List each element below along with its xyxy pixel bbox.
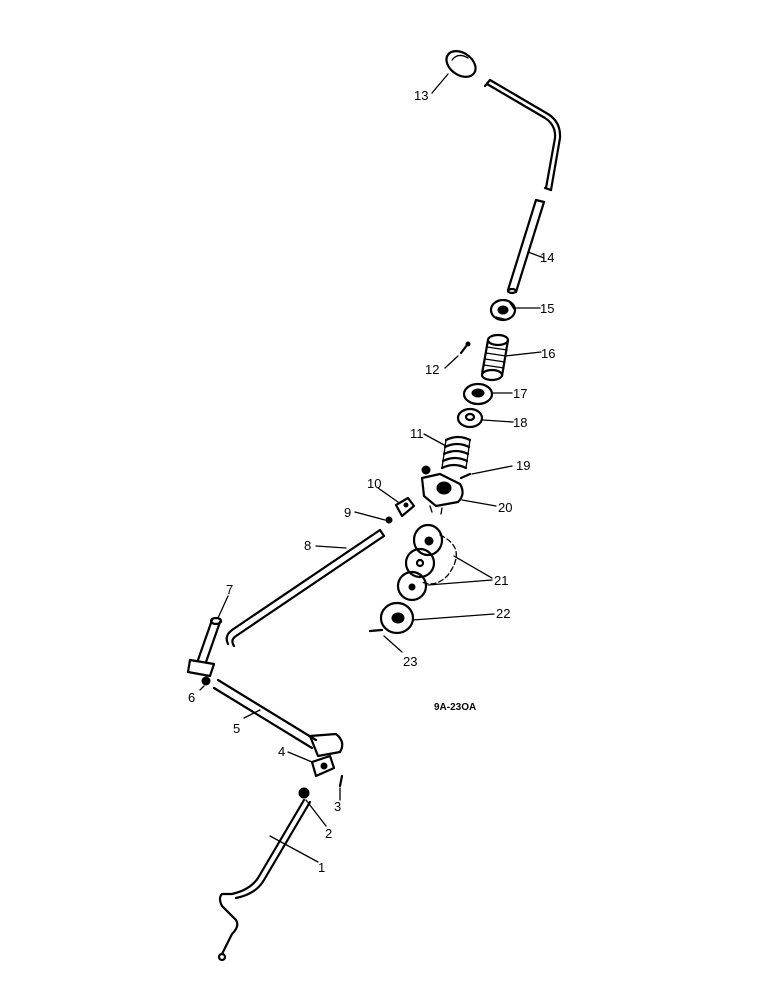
callout-12: 12 (425, 362, 439, 377)
callout-23: 23 (403, 654, 417, 669)
part-13-knob (445, 50, 477, 78)
part-6-washer (201, 676, 211, 686)
callout-3: 3 (334, 799, 341, 814)
part-15-nut (489, 298, 517, 322)
part-1-crank (217, 798, 312, 962)
part-5-shaft (212, 678, 344, 758)
callout-21: 21 (494, 573, 508, 588)
part-23-pin (368, 628, 384, 633)
part-19-pin (459, 472, 472, 480)
callout-2: 2 (325, 826, 332, 841)
callout-11: 11 (410, 426, 424, 441)
part-3-pin (338, 774, 344, 788)
callout-4: 4 (278, 744, 285, 759)
leader-lines (199, 73, 545, 863)
part-17-washer (462, 382, 494, 406)
part-22-disc (379, 601, 415, 635)
part-21-discs (396, 523, 457, 602)
callout-22: 22 (496, 606, 510, 621)
part-7-clevis (186, 616, 223, 678)
part-11-spring (440, 435, 472, 470)
callout-15: 15 (540, 301, 554, 316)
callout-18: 18 (513, 415, 527, 430)
part-16-sleeve (480, 333, 510, 382)
drawing-code: 9A-23OA (434, 702, 476, 713)
callout-17: 17 (513, 386, 527, 401)
callout-10: 10 (367, 476, 381, 491)
part-14-rod (506, 198, 546, 295)
callout-19: 19 (516, 458, 530, 473)
callout-labels: 13 14 15 16 12 17 18 11 19 10 20 9 8 21 … (188, 88, 555, 875)
part-2-nut (298, 787, 310, 799)
part-9-pin (385, 516, 393, 524)
part-4-lever (310, 754, 336, 778)
callout-20: 20 (498, 500, 512, 515)
callout-1: 1 (318, 860, 325, 875)
part-20-plate (420, 465, 464, 515)
part-8-rod (225, 528, 386, 648)
callout-7: 7 (226, 582, 233, 597)
part-18-washer (456, 407, 484, 429)
callout-9: 9 (344, 505, 351, 520)
callout-8: 8 (304, 538, 311, 553)
part-10-clip (394, 496, 416, 518)
callout-6: 6 (188, 690, 195, 705)
part-14-upper-lever (483, 78, 562, 192)
callout-14: 14 (540, 250, 554, 265)
callout-16: 16 (541, 346, 555, 361)
callout-13: 13 (414, 88, 428, 103)
callout-5: 5 (233, 721, 240, 736)
part-12-pin (459, 341, 471, 355)
